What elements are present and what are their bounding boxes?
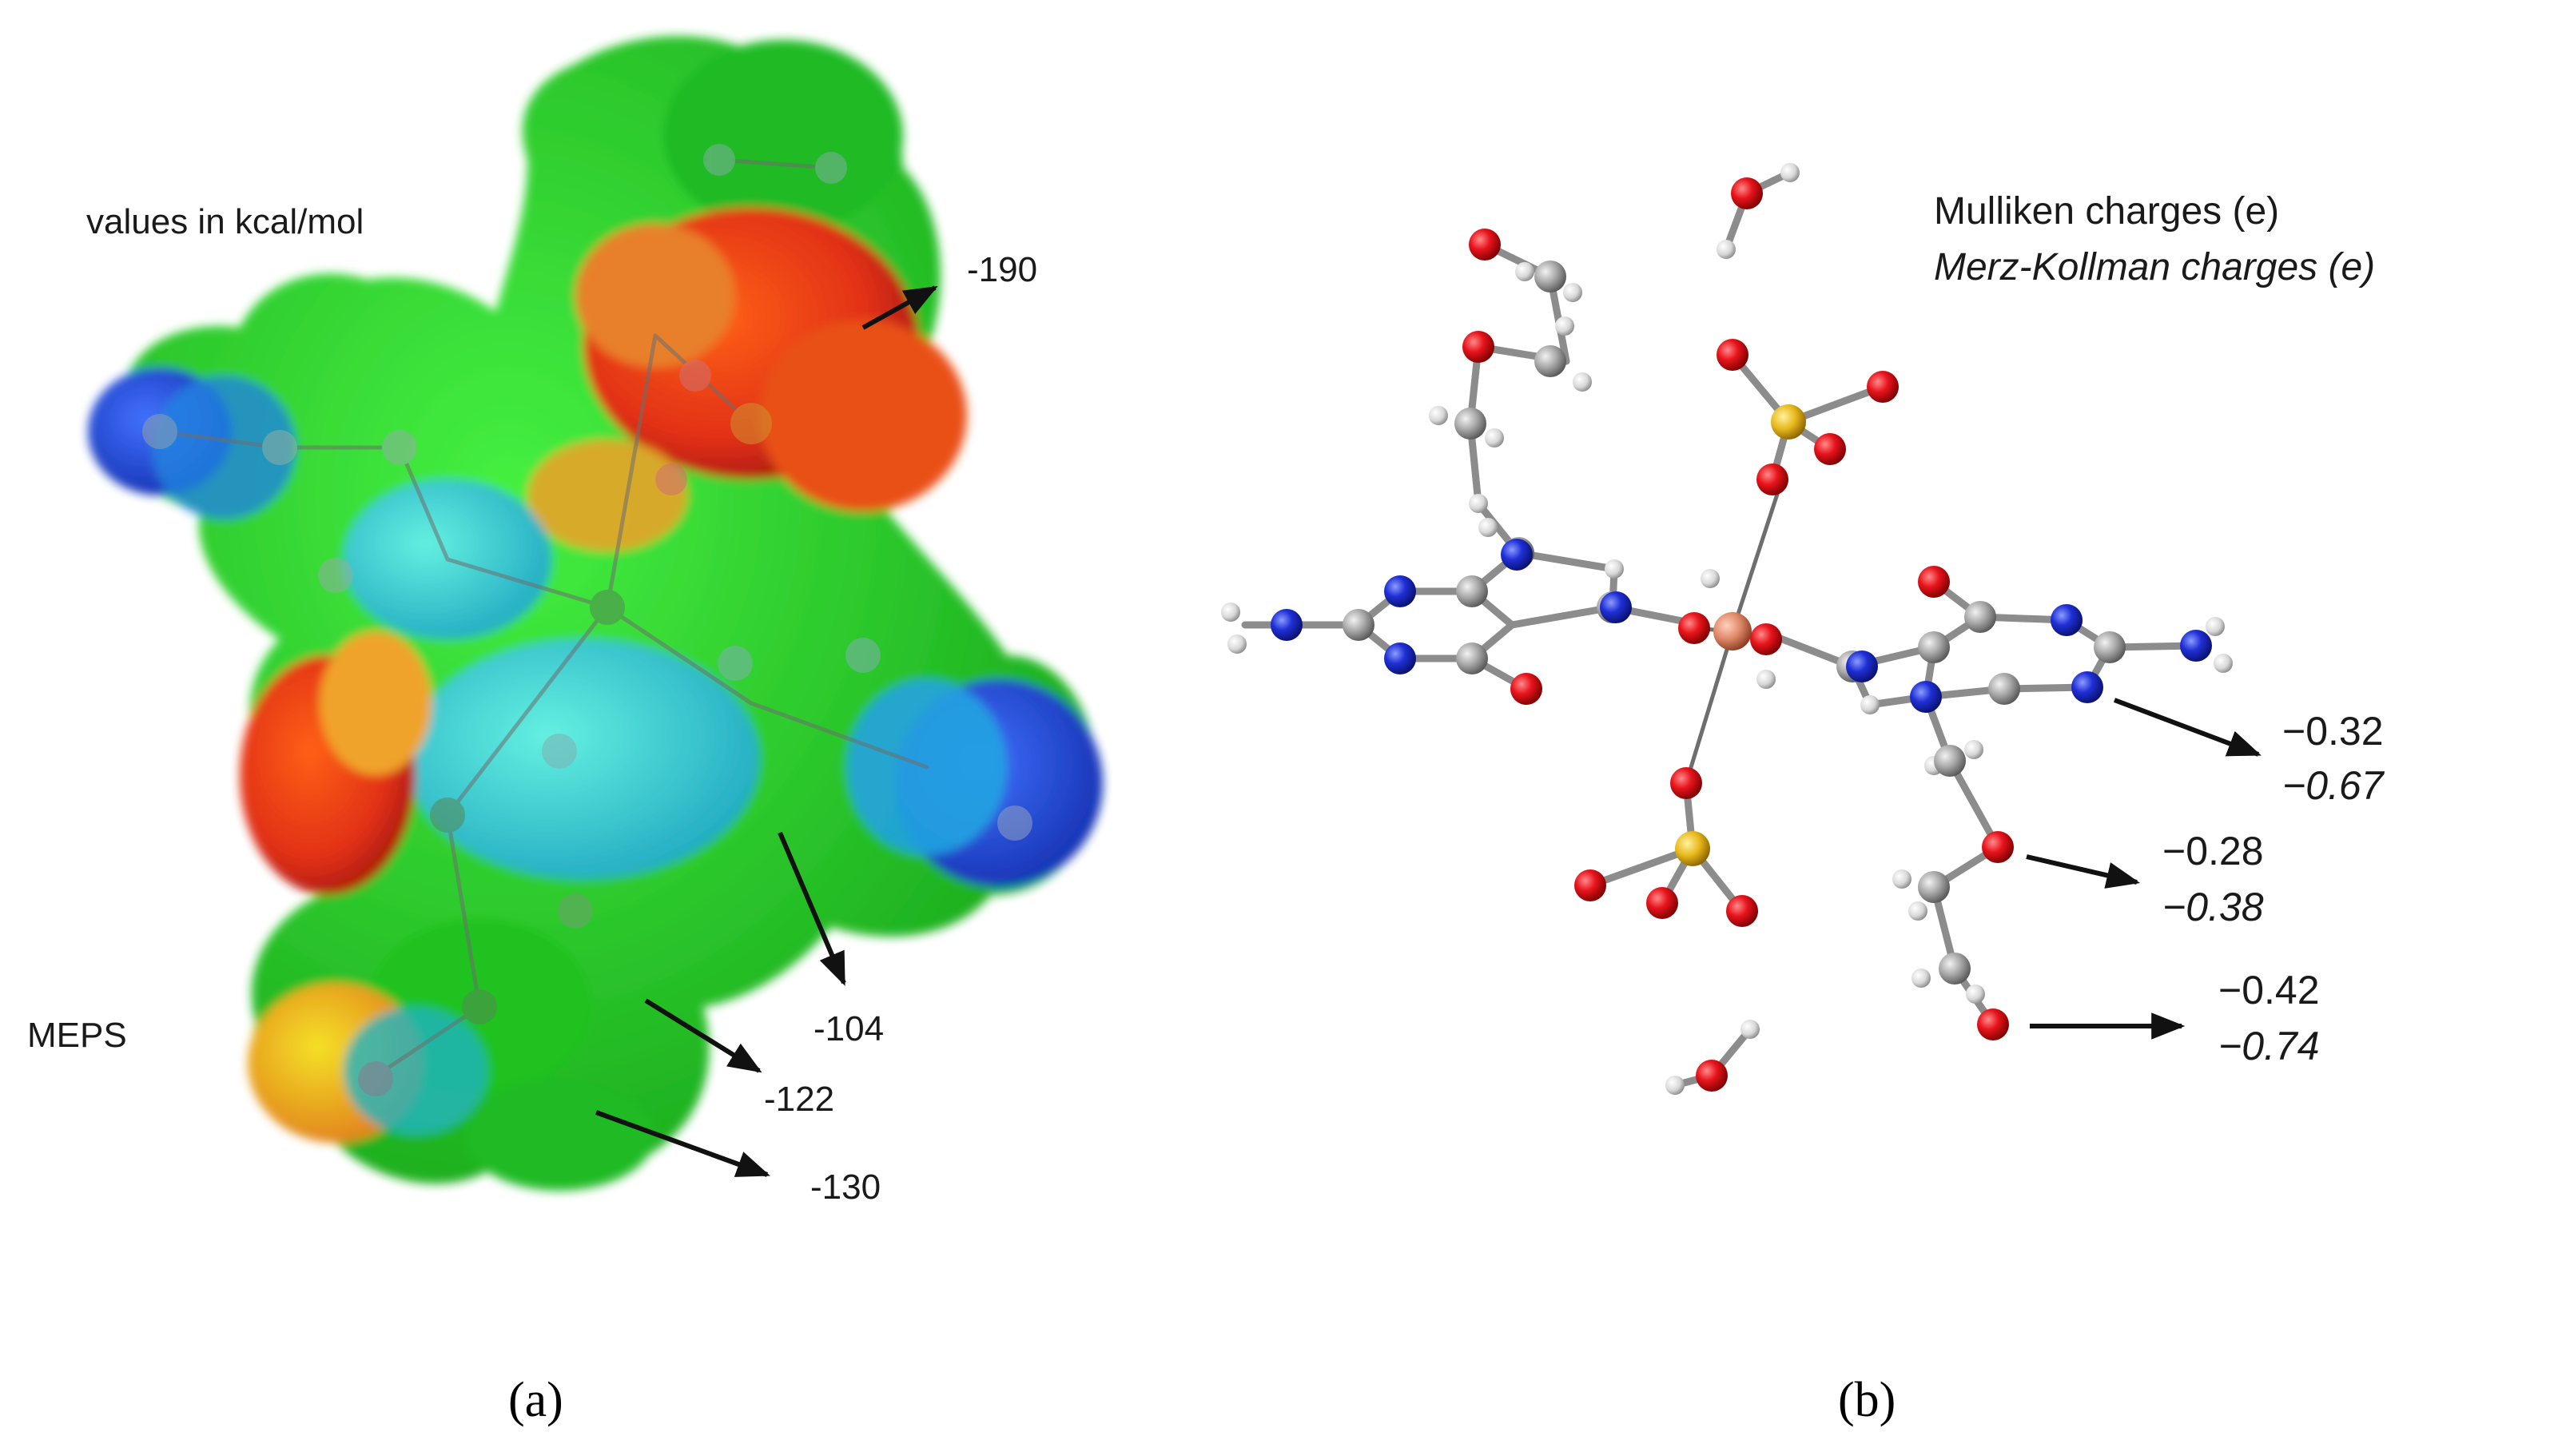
meps-surface — [88, 36, 1103, 1191]
value-122: -122 — [764, 1080, 834, 1119]
panel-b-charges: Mulliken charges (e) Merz-Kollman charge… — [1221, 163, 2385, 1427]
panel-a-meps-surface: values in kcal/mol MEPS -190 -104 -122 -… — [27, 36, 1103, 1427]
arrow-122 — [644, 998, 762, 1073]
charge-o-ether-mulliken: −0.28 — [2162, 829, 2264, 873]
arrow-charge-n — [2113, 698, 2262, 757]
charge-n-mulliken: −0.32 — [2282, 709, 2384, 754]
arrow-charge-o-ether — [2026, 854, 2141, 889]
charge-o-ether-merz-kollman: −0.38 — [2162, 885, 2264, 929]
caption-b: (b) — [1838, 1373, 1896, 1427]
atoms — [1221, 163, 2233, 1095]
legend-mulliken: Mulliken charges (e) — [1934, 190, 2279, 233]
charge-o-hydroxyl-merz-kollman: −0.74 — [2218, 1024, 2320, 1068]
units-label: values in kcal/mol — [86, 202, 364, 241]
value-130: -130 — [810, 1168, 881, 1207]
caption-a: (a) — [508, 1373, 563, 1427]
meps-label: MEPS — [27, 1016, 127, 1055]
value-104: -104 — [814, 1009, 884, 1048]
arrow-130 — [595, 1110, 770, 1177]
arrow-104 — [778, 831, 846, 986]
legend-merz-kollman: Merz-Kollman charges (e) — [1934, 246, 2375, 288]
charge-o-hydroxyl-mulliken: −0.42 — [2218, 968, 2320, 1012]
arrow-190 — [861, 285, 938, 330]
value-190: -190 — [967, 250, 1037, 289]
charge-n-merz-kollman: −0.67 — [2282, 763, 2385, 808]
embedded-atoms — [142, 144, 1032, 1096]
